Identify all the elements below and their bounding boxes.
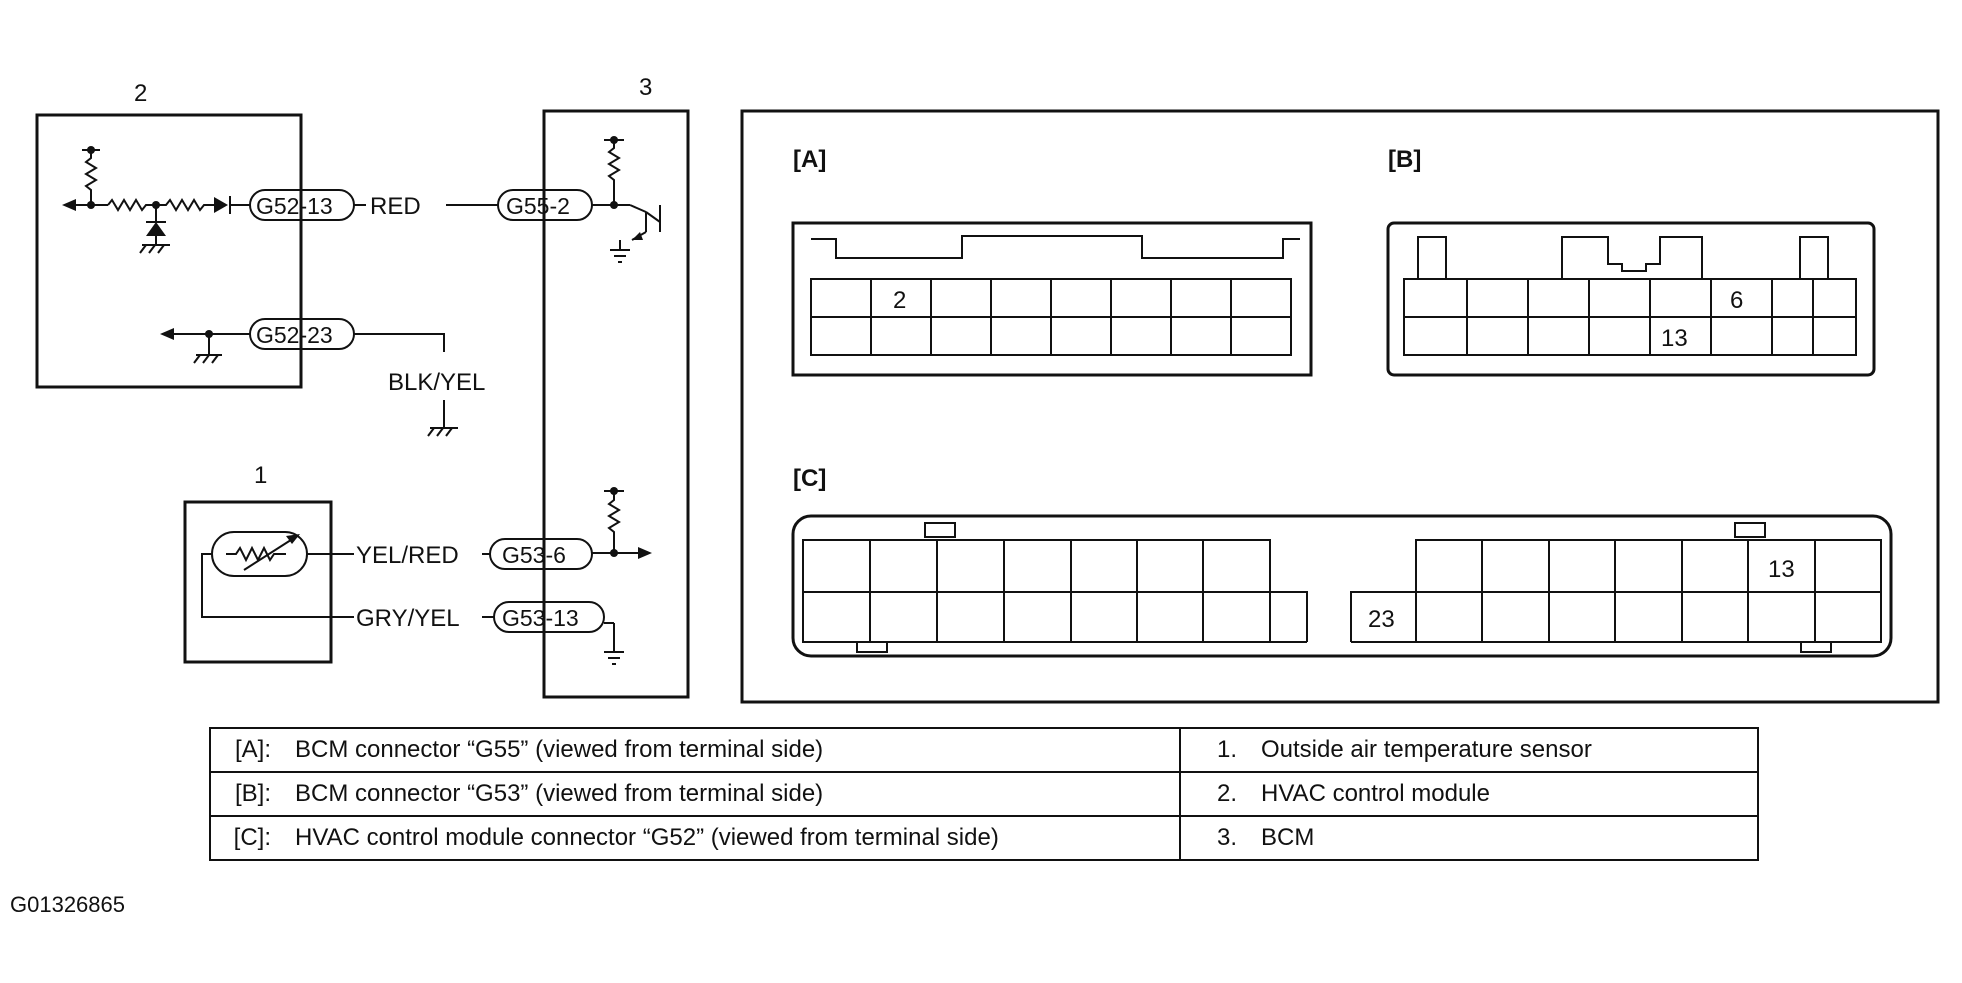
wire-blk-yel: G52-23 BLK/YEL [249,318,485,437]
connector-c-pin-top: 13 [1768,556,1795,583]
wire-red: G52-13 RED G55-2 [249,189,593,221]
connector-view-a: [A] 2 [791,146,1313,377]
legend-text: HVAC control module connector “G52” (vie… [285,815,1181,861]
legend-text: BCM connector “G53” (viewed from termina… [285,771,1181,817]
legend-key: [A]: [209,727,285,773]
connector-c-label: [C] [793,465,826,492]
wire-gry-yel: GRY/YEL G53-13 [356,601,605,633]
diode-icon [214,197,228,213]
connector-g52-23: G52-23 [256,322,333,348]
connector-a-pin: 2 [893,287,906,314]
legend-row: [A]: BCM connector “G55” (viewed from te… [209,727,1759,773]
wire-label-red: RED [370,193,421,220]
legend-number: 1. [1179,727,1251,773]
connector-view-c: [C] [791,465,1893,658]
legend-description: HVAC control module [1251,771,1759,817]
arrow-left-icon [62,199,76,211]
legend-row: [C]: HVAC control module connector “G52”… [209,815,1759,861]
connector-g55-2: G55-2 [506,193,570,219]
connector-c-pin-bottom: 23 [1368,606,1395,633]
connector-g52-13: G52-13 [256,193,333,219]
legend-key: [C]: [209,815,285,861]
wire-label-blk-yel: BLK/YEL [388,369,485,396]
connector-g53-6: G53-6 [502,542,566,568]
connector-views-panel: [A] 2 [B] [740,109,1940,704]
hvac-module-number: 2 [134,80,147,107]
wire-label-yel-red: YEL/RED [356,542,459,569]
legend-table: [A]: BCM connector “G55” (viewed from te… [209,727,1759,861]
connector-a-label: [A] [793,146,826,173]
figure-id: G01326865 [10,892,125,917]
connector-b-label: [B] [1388,146,1421,173]
connector-view-b: [B] 6 13 [1386,146,1876,377]
connector-b-pin-bottom: 13 [1661,325,1688,352]
legend-description: BCM [1251,815,1759,861]
wire-label-gry-yel: GRY/YEL [356,605,460,632]
hvac-control-module: 2 [35,80,303,389]
sensor-number: 1 [254,462,267,489]
bcm-number: 3 [639,74,652,101]
legend-row: [B]: BCM connector “G53” (viewed from te… [209,771,1759,817]
connector-b-pin-top: 6 [1730,287,1743,314]
connector-g53-13: G53-13 [502,605,579,631]
thermistor-icon [226,545,286,563]
wire-yel-red: YEL/RED G53-6 [356,538,593,570]
bcm-module: 3 [542,74,690,699]
legend-description: Outside air temperature sensor [1251,727,1759,773]
legend-text: BCM connector “G55” (viewed from termina… [285,727,1181,773]
legend-key: [B]: [209,771,285,817]
legend-number: 2. [1179,771,1251,817]
legend-number: 3. [1179,815,1251,861]
outside-air-temp-sensor: 1 [183,462,354,664]
